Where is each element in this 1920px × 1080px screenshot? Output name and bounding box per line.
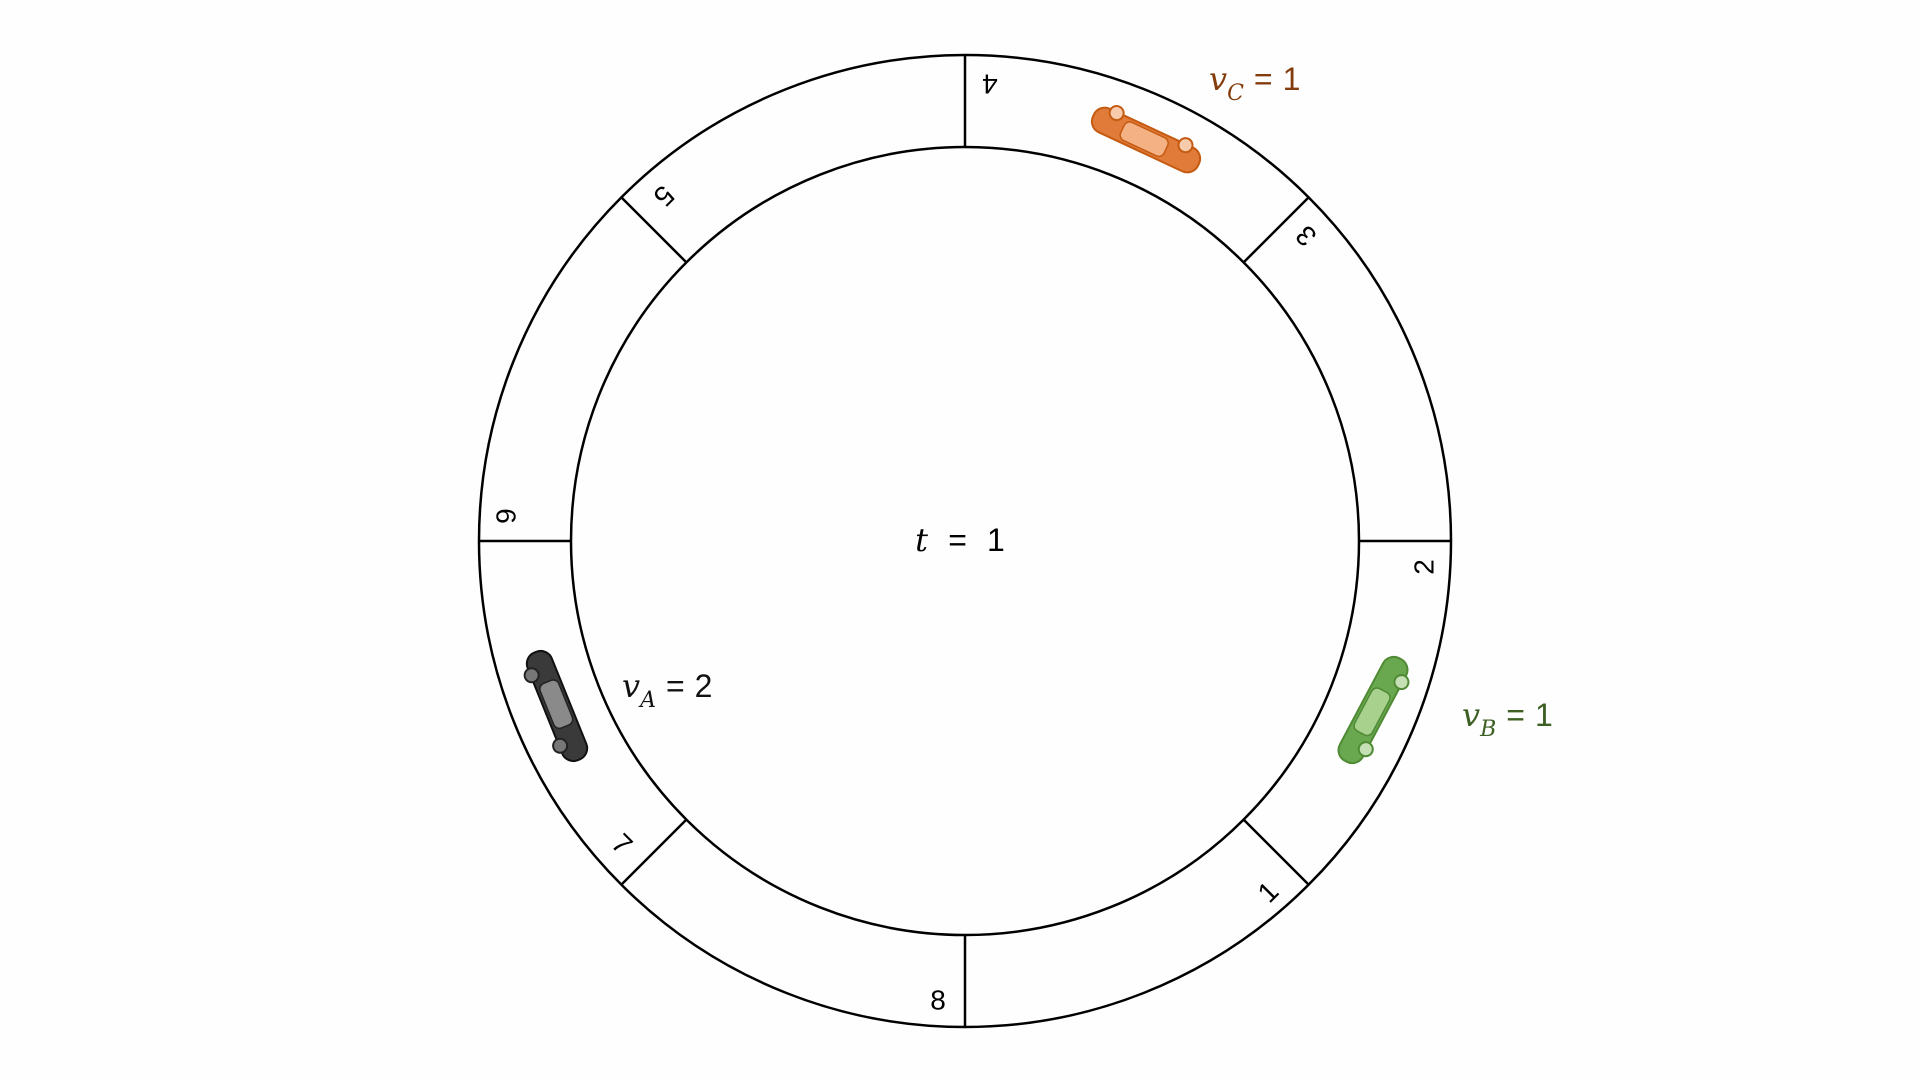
segment-label-8: 8: [930, 985, 946, 1016]
segment-label-5: 5: [648, 180, 681, 213]
car-a-speed-var: v: [622, 667, 640, 705]
time-label: t = 1: [915, 521, 1005, 559]
car-c-icon: [1090, 105, 1202, 174]
car-b-icon: [1337, 655, 1410, 765]
car-b-equals: =: [1506, 697, 1525, 733]
segment-dividers: [479, 55, 1451, 1027]
divider-line: [620, 196, 687, 263]
car-c-speed-var: v: [1209, 60, 1227, 98]
car-a-speed-sub: A: [638, 688, 656, 713]
segment-label-4: 4: [982, 69, 998, 100]
segment-label-7: 7: [606, 828, 639, 861]
segment-label-2: 2: [1409, 559, 1440, 575]
car-c-speed-sub: C: [1227, 81, 1244, 106]
divider-line: [1243, 819, 1310, 886]
segment-label-6: 6: [491, 508, 522, 524]
car-c-speed-label: vC = 1: [1209, 60, 1300, 106]
car-b-speed-var: v: [1462, 696, 1480, 734]
car-b-speed-value: 1: [1535, 697, 1553, 733]
time-equals: =: [948, 522, 967, 558]
segment-label-1: 1: [1252, 876, 1285, 909]
car-a-equals: =: [666, 668, 685, 704]
car-a-speed-label: vA = 2: [622, 667, 712, 713]
car-a-icon: [523, 649, 589, 763]
divider-line: [1243, 196, 1310, 263]
car-b-speed-label: vB = 1: [1462, 696, 1553, 742]
car-b-speed-sub: B: [1479, 717, 1496, 742]
time-variable: t: [915, 521, 928, 559]
car-c-equals: =: [1254, 61, 1273, 97]
time-value: 1: [987, 522, 1005, 558]
segment-label-3: 3: [1290, 220, 1323, 253]
car-c-speed-value: 1: [1283, 61, 1301, 97]
divider-line: [620, 819, 687, 886]
car-a-speed-value: 2: [695, 668, 713, 704]
